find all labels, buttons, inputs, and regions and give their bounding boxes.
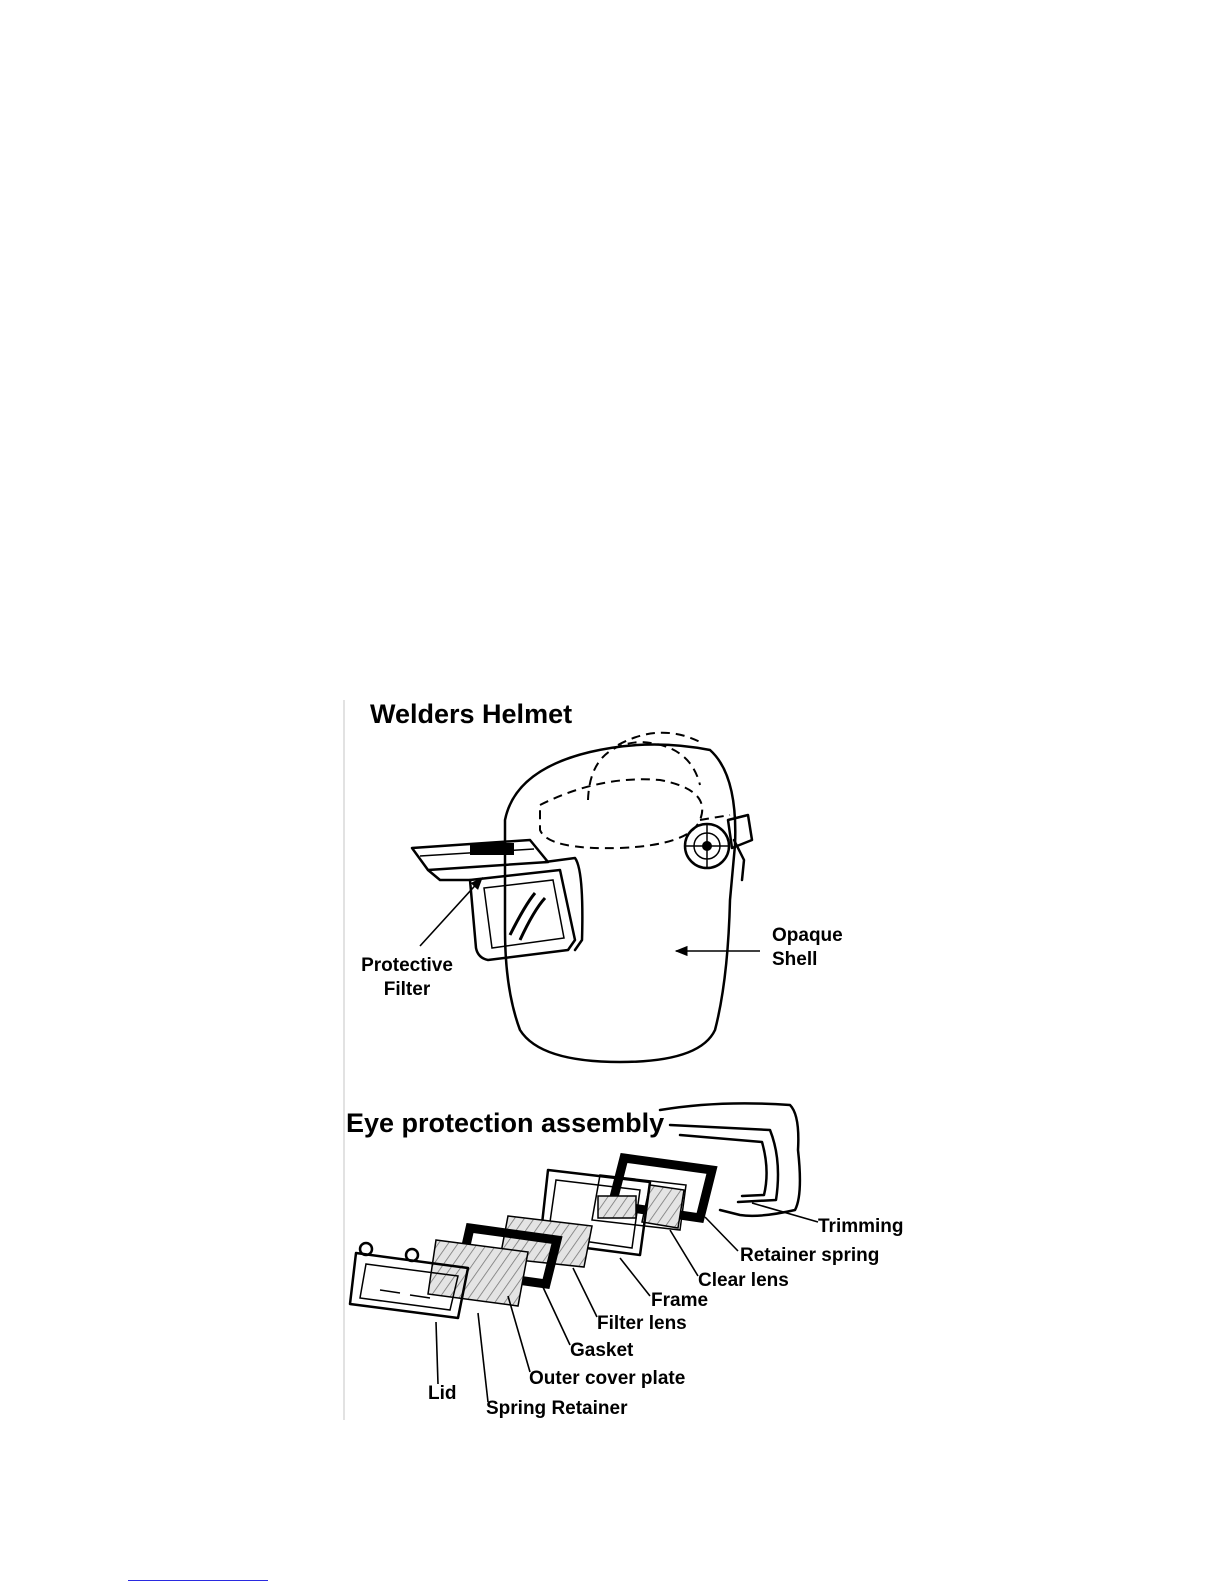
label-frame: Frame	[651, 1290, 708, 1311]
label-protective-filter-2: Filter	[384, 979, 431, 1000]
label-outer-cover-plate: Outer cover plate	[529, 1368, 685, 1389]
assembly-title: Eye protection assembly	[346, 1108, 664, 1138]
ratchet-knob	[685, 824, 729, 868]
label-retainer-spring: Retainer spring	[740, 1245, 879, 1266]
label-spring-retainer: Spring Retainer	[486, 1398, 628, 1419]
label-clear-lens: Clear lens	[698, 1270, 789, 1291]
label-trimming: Trimming	[818, 1216, 904, 1237]
helmet-drawing	[412, 733, 752, 1062]
label-lid: Lid	[428, 1383, 457, 1404]
helmet-title: Welders Helmet	[370, 699, 572, 729]
label-opaque-shell-1: Opaque	[772, 925, 843, 946]
label-gasket: Gasket	[570, 1340, 634, 1361]
label-filter-lens: Filter lens	[597, 1313, 687, 1334]
label-opaque-shell-2: Shell	[772, 949, 817, 970]
label-protective-filter-1: Protective	[361, 955, 453, 976]
footnote-rule	[128, 1580, 268, 1581]
